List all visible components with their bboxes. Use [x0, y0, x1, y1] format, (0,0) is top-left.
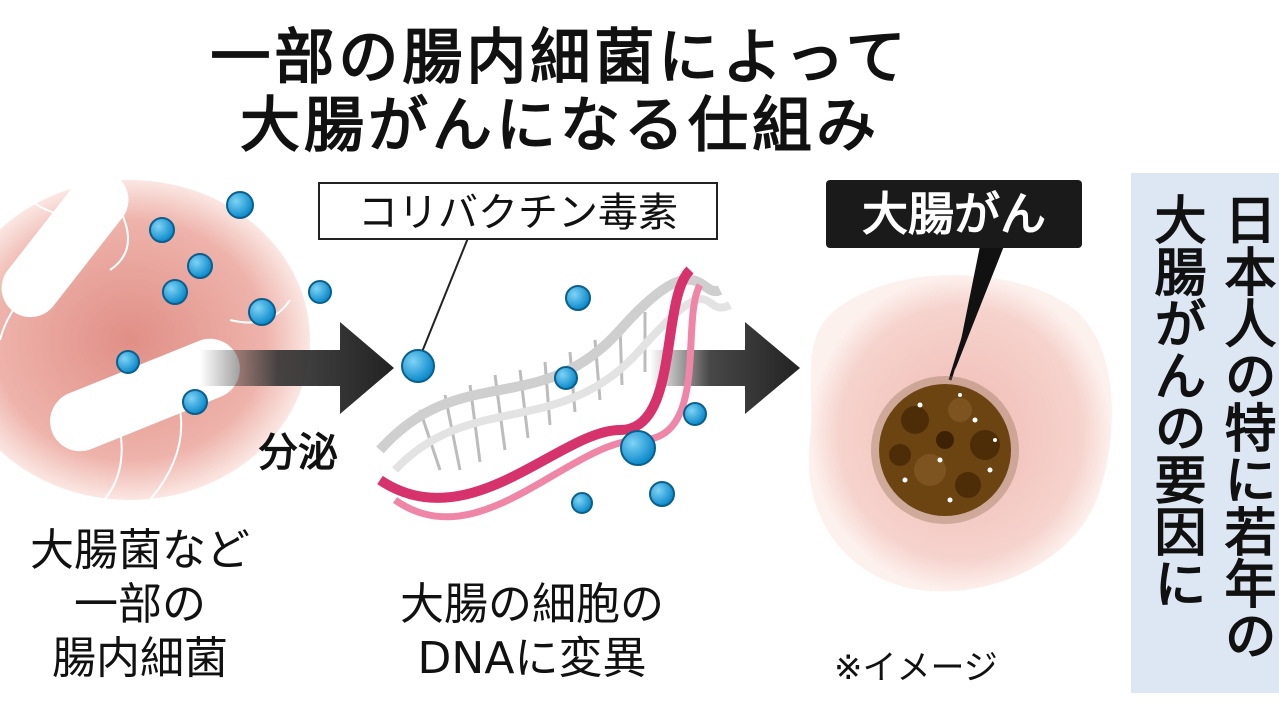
arrow-mutation	[650, 322, 800, 414]
secrete-label: 分泌	[258, 429, 338, 476]
title-line-2: 大腸がんになる仕組み	[240, 91, 880, 161]
toxin-dots	[116, 191, 707, 514]
bacterium-rod-1	[1, 170, 129, 318]
bacterium-rod-2	[50, 338, 240, 452]
arrow-secrete	[200, 322, 394, 414]
side-note-col-1: 日本人の特に若年の	[1215, 193, 1275, 661]
toxin-pointer	[421, 237, 469, 353]
toxin-label: コリバクチン毒素	[318, 182, 718, 240]
dna-caption: 大腸の細胞の DNAに変異	[352, 578, 712, 686]
bacteria-caption-line: 一部の	[74, 579, 206, 630]
dna-helix-icon	[376, 266, 732, 521]
tumor-icon	[871, 376, 1019, 524]
dna-caption-line: DNAに変異	[417, 633, 647, 684]
title-line-1: 一部の腸内細菌によって	[210, 23, 910, 93]
side-note-panel: 日本人の特に若年の 大腸がんの要因に	[1131, 173, 1279, 693]
image-note: ※イメージ	[834, 648, 998, 688]
cancer-label: 大腸がん	[826, 180, 1082, 248]
dna-caption-line: 大腸の細胞の	[400, 579, 664, 630]
bacteria-caption-line: 大腸菌など	[30, 525, 250, 576]
bacteria-caption: 大腸菌など 一部の 腸内細菌	[0, 524, 280, 686]
side-note-col-2: 大腸がんの要因に	[1145, 193, 1205, 609]
cancer-pointer-tail	[955, 246, 1004, 370]
bacteria-caption-line: 腸内細菌	[52, 633, 228, 684]
